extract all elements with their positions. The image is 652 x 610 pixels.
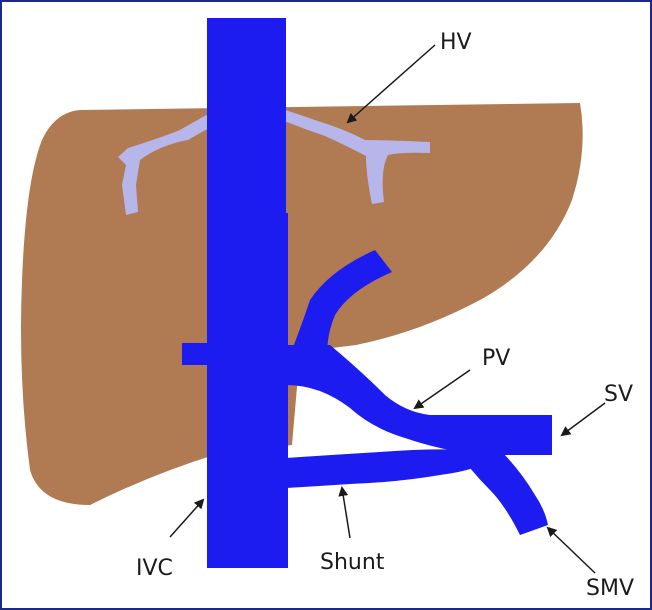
shunt-arrow (342, 488, 350, 538)
label-sv: SV (604, 382, 633, 407)
ivc-arrow (170, 500, 203, 537)
label-shunt: Shunt (320, 550, 385, 575)
pv-arrow (415, 370, 470, 408)
hepatic-vein-trunk (207, 18, 286, 213)
smv-vessel (455, 448, 548, 535)
smv-arrow (548, 528, 595, 573)
left-stub (182, 343, 210, 365)
label-hv: HV (440, 30, 472, 55)
label-pv: PV (482, 346, 510, 371)
label-ivc: IVC (136, 556, 173, 581)
ivc-trunk (207, 213, 288, 568)
portal-splenic-vein (286, 345, 552, 455)
label-smv: SMV (586, 576, 634, 601)
sv-arrow (562, 403, 605, 435)
